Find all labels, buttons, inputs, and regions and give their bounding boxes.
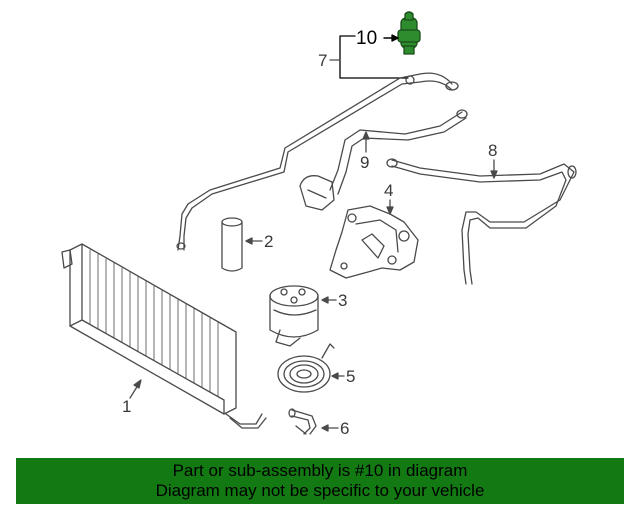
arrow-1 (133, 379, 142, 389)
part-10-pressure-switch[interactable] (397, 11, 421, 55)
banner-line-2: Diagram may not be specific to your vehi… (155, 481, 485, 500)
arrow-9 (362, 131, 370, 140)
callout-10: 10 (356, 28, 378, 49)
callout-6: 6 (340, 419, 350, 438)
part-3-compressor[interactable] (269, 285, 319, 347)
arrow-3 (321, 296, 329, 304)
part-4-bracket[interactable] (329, 205, 419, 279)
part-2-receiver-drier[interactable] (221, 217, 243, 272)
callout-4: 4 (384, 181, 394, 200)
info-banner: Part or sub-assembly is #10 in diagram D… (16, 458, 624, 504)
callout-2: 2 (264, 232, 274, 251)
parts-diagram (61, 11, 577, 435)
bracket-7 (339, 35, 409, 79)
arrow-2 (245, 237, 253, 245)
callout-1: 1 (122, 397, 132, 416)
part-5-clutch[interactable] (277, 343, 335, 393)
callout-8: 8 (488, 141, 498, 160)
callout-7: 7 (318, 51, 328, 70)
banner-line-1: Part or sub-assembly is #10 in diagram (172, 461, 468, 480)
arrow-10 (391, 34, 399, 42)
part-8-discharge-hose[interactable] (386, 158, 577, 285)
callout-9: 9 (360, 153, 370, 172)
part-6-fitting[interactable] (288, 408, 317, 435)
part-1-condenser[interactable] (61, 243, 267, 429)
callout-3: 3 (338, 291, 348, 310)
callout-5: 5 (346, 367, 356, 386)
arrow-5 (331, 372, 339, 380)
arrow-4 (386, 206, 394, 215)
part-7-liquid-line[interactable] (176, 72, 459, 251)
arrow-8 (490, 170, 498, 179)
arrow-6 (321, 424, 329, 432)
